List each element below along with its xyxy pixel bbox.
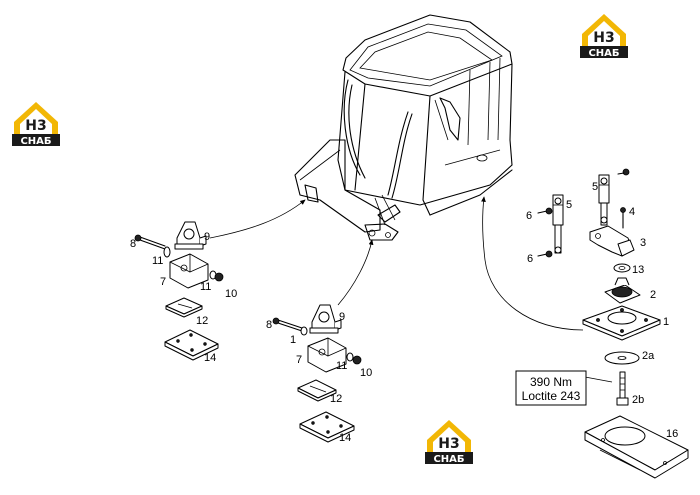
part-labels: 1 2 2a 2b 3 4 5 5 6 6 13 16 7 8 9 10 11 …: [130, 181, 678, 444]
label-6-upper: 6: [526, 210, 532, 222]
label-5-right: 5: [592, 181, 598, 193]
label-2b: 2b: [632, 394, 644, 406]
label-14-b: 14: [339, 432, 351, 444]
bolt-8-a: [134, 234, 166, 250]
logo-mark: H3: [25, 118, 46, 134]
label-5-left: 5: [566, 199, 572, 211]
logo-mark: H3: [593, 30, 614, 46]
label-7-b: 7: [296, 354, 302, 366]
washer-11-b: [346, 352, 354, 362]
label-16: 16: [666, 428, 678, 440]
washer-11-a-left: [163, 246, 171, 258]
label-10-b: 10: [360, 367, 372, 379]
frame-plate-16: [584, 415, 689, 479]
label-11-a-left: 11: [152, 255, 163, 267]
shock-absorber-right: [598, 174, 610, 226]
label-10-a: 10: [225, 288, 237, 300]
logo-text: СНАБ: [588, 48, 619, 59]
label-1: 1: [663, 316, 669, 328]
washer-2a: [604, 351, 640, 365]
bracket-3: [589, 225, 635, 257]
label-12-a: 12: [196, 315, 208, 327]
bracket-7-a: [169, 253, 209, 289]
bracket-7-b: [307, 337, 347, 373]
nut-10-a: [214, 272, 224, 282]
label-7-a: 7: [160, 276, 166, 288]
operator-cab: [294, 14, 513, 241]
label-1-b: 1: [290, 334, 296, 346]
logo-watermark-top-right: H3 СНАБ: [580, 14, 628, 59]
shock-absorber-left: [552, 194, 564, 254]
shim-12-b: [297, 379, 337, 402]
plate-14-a: [164, 329, 219, 361]
front-mount-assembly-b: [272, 304, 362, 443]
logo-mark: H3: [438, 436, 459, 452]
logo-text: СНАБ: [20, 136, 51, 147]
rear-mount-assembly: [537, 168, 689, 479]
label-11-b: 11: [336, 360, 347, 372]
bolt-6-lower: [537, 250, 553, 258]
pillow-block-9-b: [309, 304, 342, 334]
shim-12-a: [165, 297, 203, 318]
nut-10-b: [352, 355, 362, 365]
logo-watermark-bottom: H3 СНАБ: [425, 420, 473, 465]
label-13: 13: [632, 264, 644, 276]
washer-13: [613, 263, 631, 273]
label-12-b: 12: [330, 393, 342, 405]
bolt-6-top-right: [617, 168, 630, 176]
adhesive-spec: Loctite 243: [522, 389, 581, 403]
logo-text: СНАБ: [433, 454, 464, 465]
plate-14-b: [299, 411, 355, 443]
pillow-block-9-a: [174, 221, 207, 250]
washer-1-b: [300, 326, 308, 336]
bolt-4: [620, 207, 626, 229]
label-2a: 2a: [642, 350, 655, 362]
torque-callout-box: [515, 370, 587, 406]
label-3: 3: [640, 237, 646, 249]
torque-value: 390 Nm: [530, 375, 572, 389]
bolt-8-b: [272, 317, 303, 332]
bolt-2b: [616, 371, 629, 406]
front-mount-assembly-a: [134, 221, 224, 361]
bolt-6-upper: [537, 207, 553, 215]
label-8-b: 8: [266, 319, 272, 331]
label-9-b: 9: [339, 311, 345, 323]
label-4: 4: [629, 206, 635, 218]
label-8-a: 8: [130, 238, 136, 250]
logo-watermark-left: H3 СНАБ: [12, 102, 60, 147]
base-plate-1: [582, 305, 661, 341]
label-11-a-right: 11: [200, 281, 211, 293]
label-9-a: 9: [204, 231, 210, 243]
leader-arrows: [209, 196, 613, 383]
label-14-a: 14: [204, 352, 216, 364]
rubber-mount-2: [604, 277, 641, 304]
label-6-lower: 6: [527, 253, 533, 265]
label-2: 2: [650, 289, 656, 301]
